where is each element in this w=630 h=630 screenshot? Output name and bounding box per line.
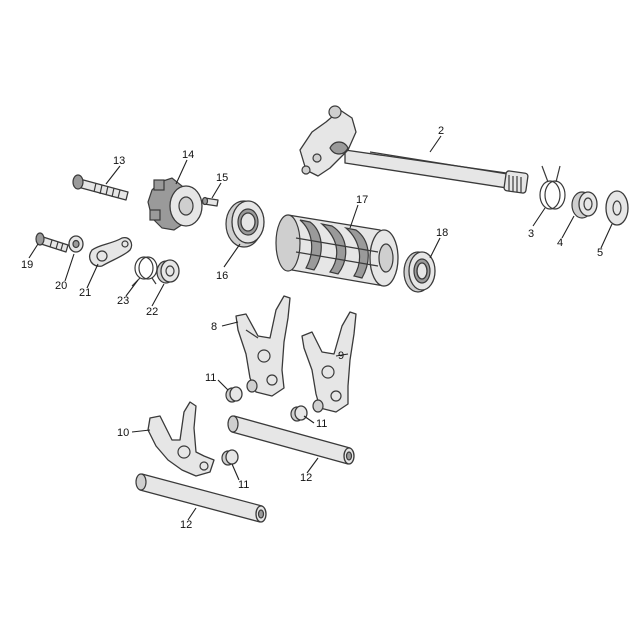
lever-21 — [88, 237, 133, 267]
bolt-13 — [72, 174, 129, 201]
fork-rod-12-lower — [135, 473, 267, 523]
part-label: 22 — [146, 306, 158, 318]
shift-shaft — [299, 105, 529, 194]
roller-11-c — [221, 449, 239, 466]
part-label: 9 — [338, 350, 344, 362]
part-label: 2 — [438, 125, 444, 137]
part-label: 23 — [117, 295, 129, 307]
part-label: 20 — [55, 280, 67, 292]
bearing-18 — [403, 251, 436, 293]
part-label: 13 — [113, 155, 125, 167]
part-label: 4 — [557, 237, 563, 249]
part-label: 3 — [528, 228, 534, 240]
bolt-19 — [35, 232, 69, 253]
washer-20 — [68, 235, 84, 253]
return-spring — [539, 165, 566, 210]
washer-5 — [605, 190, 629, 226]
part-label: 10 — [117, 427, 129, 439]
part-label: 18 — [436, 227, 448, 239]
part-label: 17 — [356, 194, 368, 206]
roller-11-a — [225, 379, 258, 403]
shift-drum — [275, 214, 399, 287]
part-label: 16 — [216, 270, 228, 282]
part-label: 8 — [211, 321, 217, 333]
part-labels: 2 3 4 5 13 14 15 17 18 16 19 20 21 23 22… — [21, 125, 603, 531]
shift-fork-10 — [147, 401, 215, 477]
fork-rod-12-upper — [227, 415, 355, 465]
roller-22 — [156, 259, 180, 284]
part-label: 21 — [79, 287, 91, 299]
spring-23 — [131, 256, 158, 287]
part-label: 12 — [180, 519, 192, 531]
part-label: 11 — [316, 418, 327, 430]
part-label: 11 — [238, 479, 249, 491]
part-label: 15 — [216, 172, 228, 184]
pin-15 — [201, 196, 219, 207]
part-label: 5 — [597, 247, 603, 259]
drum-segment — [147, 177, 203, 231]
part-label: 11 — [205, 372, 216, 384]
collar — [571, 191, 598, 219]
shift-fork-9 — [301, 311, 357, 413]
part-label: 12 — [300, 472, 312, 484]
part-label: 19 — [21, 259, 33, 271]
shift-fork-8 — [235, 295, 291, 397]
part-label: 14 — [182, 149, 194, 161]
bearing-16 — [225, 200, 265, 248]
leader-lines — [28, 135, 613, 521]
